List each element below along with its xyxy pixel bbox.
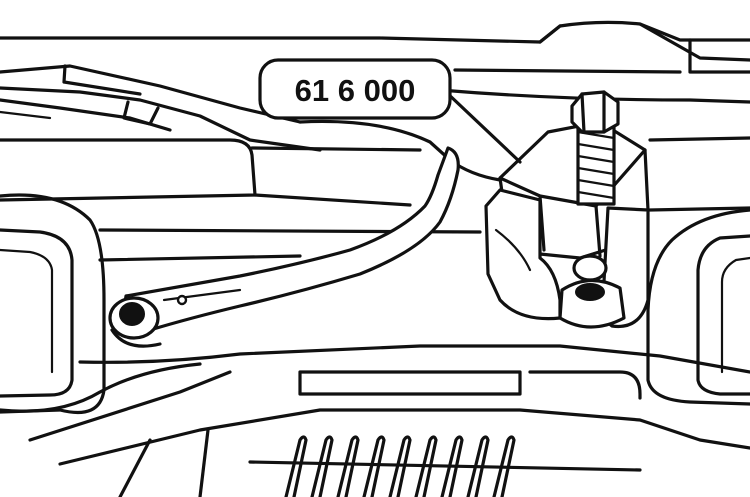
callout-label: 61 6 000	[295, 73, 416, 108]
tool-callout: 61 6 000	[258, 58, 452, 120]
callout-leader-line	[444, 90, 522, 164]
left-pivot	[108, 294, 188, 348]
left-vent-opening	[0, 193, 106, 415]
wiper-arm-upper	[0, 64, 322, 152]
callout-box	[258, 58, 452, 120]
lower-crossmember	[0, 344, 750, 497]
puller-bolt	[570, 90, 620, 206]
linkage-rod	[120, 146, 460, 334]
body-panel	[0, 119, 750, 262]
grille-slots	[284, 435, 516, 497]
ball-joint	[558, 254, 626, 329]
cowl-top-edge	[0, 20, 750, 104]
right-vent-opening	[646, 208, 750, 406]
